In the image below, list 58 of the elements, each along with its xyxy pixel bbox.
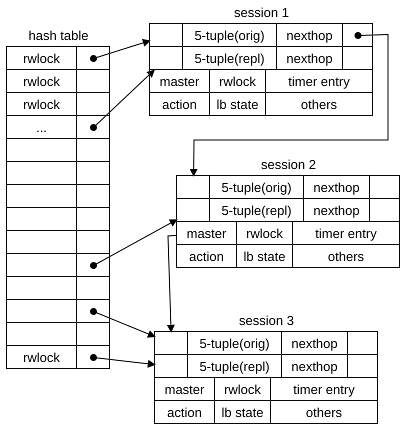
table-cell: nexthop [304, 199, 370, 222]
table-cell: 5-tuple(orig) [210, 176, 304, 199]
table-cell: master [177, 222, 237, 245]
table-cell: nexthop [277, 24, 343, 47]
table-cell: rwlock [7, 47, 77, 70]
table-cell: lb state [237, 245, 293, 268]
pointer-arrow [166, 234, 178, 333]
table-cell: lb state [210, 93, 266, 116]
table-cell: rwlock [7, 93, 77, 116]
table-cell: rwlock [237, 222, 293, 245]
pointer-arrow [90, 219, 178, 269]
table-cell: nexthop [282, 355, 348, 378]
table-title: session 3 [239, 313, 294, 329]
pointer-arrow [90, 39, 151, 62]
table-cell: nexthop [304, 176, 370, 199]
table-cell [77, 346, 110, 369]
table-cell: nexthop [277, 47, 343, 70]
table-cell [77, 47, 110, 70]
table-cell [150, 24, 183, 47]
table-cell: 5-tuple(orig) [188, 332, 282, 355]
table-cell [77, 116, 110, 139]
table-cell [150, 47, 183, 70]
table-title: hash table [28, 28, 88, 44]
table-cell: lb state [215, 401, 271, 424]
table-cell: timer entry [266, 70, 373, 93]
table-cell: master [155, 378, 215, 401]
table-cell: rwlock [215, 378, 271, 401]
table-cell: ... [7, 116, 77, 139]
table-cell [343, 24, 373, 47]
table-cell: 5-tuple(repl) [183, 47, 277, 70]
table-cell: 5-tuple(orig) [183, 24, 277, 47]
table-cell: timer entry [271, 378, 378, 401]
table-cell: 5-tuple(repl) [210, 199, 304, 222]
table-cell: rwlock [210, 70, 266, 93]
pointer-arrow [90, 308, 156, 338]
table-title: session 1 [234, 5, 289, 21]
table-cell [155, 332, 188, 355]
table-cell: action [155, 401, 215, 424]
table-cell: others [293, 245, 400, 268]
pointer-arrow [190, 32, 388, 177]
table-cell [155, 355, 188, 378]
table-cell: 5-tuple(repl) [188, 355, 282, 378]
table-cell: nexthop [282, 332, 348, 355]
pointer-arrow [90, 354, 156, 368]
table-cell: master [150, 70, 210, 93]
table-cell: others [266, 93, 373, 116]
table-cell: action [177, 245, 237, 268]
table-cell: action [150, 93, 210, 116]
table-cell [77, 300, 110, 323]
table-cell: others [271, 401, 378, 424]
table-title: session 2 [261, 157, 316, 173]
pointer-arrow [90, 69, 155, 131]
table-cell [177, 199, 210, 222]
table-cell: timer entry [293, 222, 400, 245]
table-cell [177, 176, 210, 199]
table-cell: rwlock [7, 346, 77, 369]
table-cell [77, 254, 110, 277]
table-cell: rwlock [7, 70, 77, 93]
